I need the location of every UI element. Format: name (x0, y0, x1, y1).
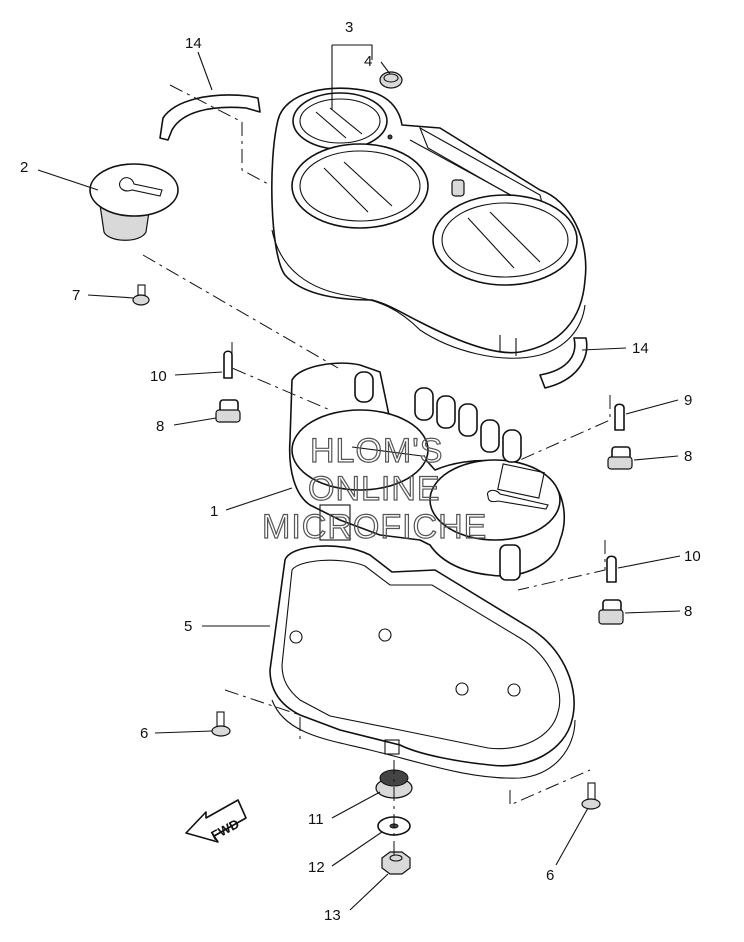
socket-part-8-left (215, 399, 241, 423)
label-4: 4 (364, 53, 372, 70)
label-10-upper: 10 (150, 368, 167, 385)
meter-assembly-part-1 (288, 362, 566, 581)
nut-part-13 (381, 851, 411, 875)
label-10-lower: 10 (684, 548, 701, 565)
watermark: HLOM'S ONLINE MICROFICHE (261, 431, 487, 546)
label-13: 13 (324, 907, 341, 924)
screw-part-7 (132, 284, 150, 306)
clip-part-14-upper (159, 94, 261, 141)
label-8-right-lower: 8 (684, 603, 692, 620)
phantom-lines (142, 84, 611, 855)
label-3: 3 (345, 19, 353, 36)
bulb-sockets (354, 371, 522, 463)
clip-part-14-lower (539, 337, 588, 389)
bulb-part-9 (614, 403, 625, 431)
bulb-part-10-lower (606, 555, 617, 583)
watermark-line-2: ONLINE (308, 470, 441, 508)
screw-part-6-right (581, 782, 601, 810)
label-11: 11 (308, 811, 324, 828)
socket-part-2 (89, 163, 179, 241)
grommet-part-4 (379, 71, 403, 89)
leader-lines (37, 44, 681, 911)
label-8-left: 8 (156, 418, 164, 435)
label-12: 12 (308, 859, 325, 876)
label-14-lower: 14 (632, 340, 649, 357)
label-9: 9 (684, 392, 692, 409)
label-14-upper: 14 (185, 35, 202, 52)
watermark-line-3: MICROFICHE (262, 508, 487, 546)
fwd-arrow-icon: FWD (185, 799, 247, 843)
label-5: 5 (184, 618, 192, 635)
socket-part-8-right-lower (598, 599, 624, 625)
meter-case-lower-part-5 (269, 545, 576, 779)
screw-part-6-left (211, 711, 231, 737)
watermark-line-1: HLOM'S (310, 432, 443, 470)
label-7: 7 (72, 287, 80, 304)
bulb-part-10-upper (223, 350, 233, 379)
label-6-right: 6 (546, 867, 554, 884)
part-labels: 3 4 14 2 7 14 10 8 9 8 1 10 5 8 6 11 12 … (20, 19, 701, 924)
grommet-part-11 (375, 769, 413, 799)
socket-part-8-right-upper (607, 446, 633, 470)
label-2: 2 (20, 159, 28, 176)
label-1: 1 (210, 503, 218, 520)
meter-case-upper (271, 87, 587, 359)
label-6-left: 6 (140, 725, 148, 742)
label-8-right-upper: 8 (684, 448, 692, 465)
